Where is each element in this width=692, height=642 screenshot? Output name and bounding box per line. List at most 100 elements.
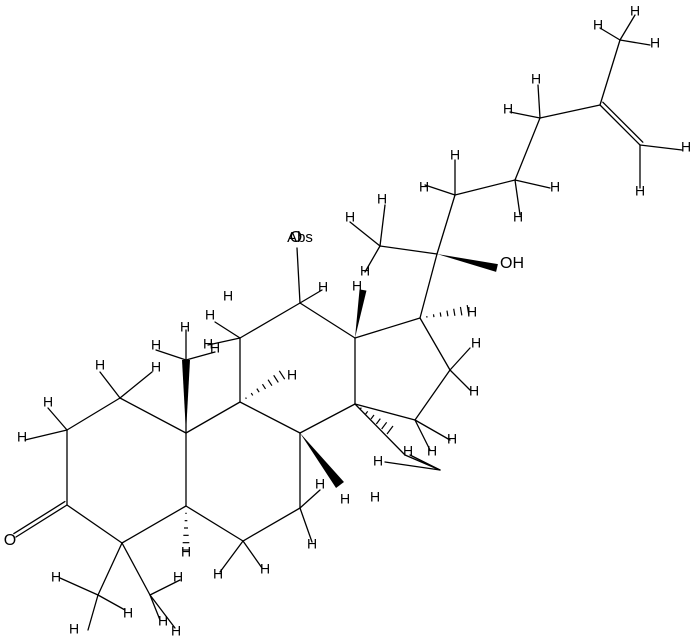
hydrogen-label: H (315, 476, 325, 492)
bond-line (122, 506, 186, 543)
hydrogen-label: H (171, 623, 181, 637)
bond-line (186, 402, 240, 433)
bond-line (425, 185, 455, 195)
bond-line (215, 322, 240, 338)
hydrogen-label: H (158, 613, 168, 629)
abs-stereo-label: Abs (287, 229, 313, 246)
hydrogen-label: H (51, 569, 61, 585)
hash-stripe (440, 312, 441, 316)
hydrogen-label: H (205, 307, 215, 323)
hydroxyl-group-label: OH (500, 255, 524, 272)
hydrogen-label: H (340, 491, 350, 507)
bond-line (600, 105, 640, 145)
hash-stripe (382, 422, 387, 429)
atom-label-layer: O O Abs OH (4, 229, 524, 549)
bond-line (88, 595, 98, 630)
bond-line (355, 404, 415, 420)
bond-line (600, 40, 620, 105)
hashed-wedge-bond (427, 305, 469, 317)
hydrogen-label: H (513, 209, 523, 225)
hash-stripe (376, 419, 380, 424)
hydrogen-label: H (471, 335, 481, 351)
bond-line (515, 180, 550, 188)
bond-line (380, 205, 385, 246)
hydrogen-label: H (403, 443, 413, 459)
bond-line (240, 303, 300, 338)
solid-wedge-bond (437, 254, 498, 272)
hydrogen-label: H (123, 605, 133, 621)
hydrogen-label: H (635, 183, 645, 199)
hydrogen-label: H (419, 179, 429, 195)
bond-line (60, 578, 98, 595)
hydrogen-label: H (370, 489, 380, 505)
hash-stripe (454, 309, 455, 316)
hydrogen-label: H (377, 191, 387, 207)
hydrogen-label: H (151, 337, 161, 353)
bond-line (240, 402, 300, 433)
hydrogen-label: H (69, 621, 79, 637)
hydrogen-label: H (360, 263, 370, 279)
bond-line (25, 430, 67, 440)
bond-line (420, 254, 437, 318)
bond-line (437, 195, 455, 254)
bond-line (510, 112, 540, 118)
hydrogen-label: H (503, 101, 513, 117)
hash-stripe (251, 393, 253, 395)
hydrogen-label: H (467, 304, 477, 320)
hydrogen-label: H (260, 561, 270, 577)
hash-stripe (257, 389, 259, 393)
hydrogen-label: H (43, 394, 53, 410)
hydrogen-label: H (95, 357, 105, 373)
bond-line (120, 372, 152, 398)
bond-line (640, 145, 682, 150)
hash-stripe (246, 398, 247, 399)
hydrogen-label: H (173, 569, 183, 585)
hydrogen-label: H (630, 3, 640, 19)
bond-line (380, 246, 437, 254)
solid-wedge-bond (182, 360, 190, 433)
hash-stripe (274, 375, 279, 382)
hashed-wedge-bond (246, 371, 285, 399)
hydrogen-label: H (373, 453, 383, 469)
hydrogen-label: H (287, 367, 297, 383)
hydrogen-label: H (469, 383, 479, 399)
hydrogen-label: H (593, 17, 603, 33)
bond-line (355, 404, 405, 455)
hydrogen-label: H (447, 431, 457, 447)
bond-line (355, 318, 420, 338)
bond-line (455, 180, 515, 195)
hash-stripe (387, 426, 393, 434)
bond-line (620, 15, 635, 40)
bond-line (300, 404, 355, 433)
bond-line (515, 118, 540, 180)
hashed-wedge-bond (360, 408, 393, 434)
hydrogen-label: H (307, 536, 317, 552)
bond-line (538, 85, 540, 118)
bond-line (350, 222, 380, 246)
hash-stripe (268, 380, 272, 386)
hash-stripe (360, 408, 361, 409)
hydrogen-label: H (203, 336, 213, 352)
hydrogen-label: H (151, 359, 161, 375)
ketone-oxygen-label: O (4, 532, 16, 549)
hydrogen-label: H (550, 179, 560, 195)
hydrogen-label: H (352, 278, 362, 294)
bond-line (16, 505, 67, 537)
bond-line (420, 318, 450, 370)
bond-line (100, 372, 120, 398)
bond-line (98, 595, 125, 610)
bond-line (67, 505, 122, 543)
hydrogen-label: H (450, 147, 460, 163)
hydrogen-label: H (650, 35, 660, 51)
hydrogen-label: H (681, 139, 691, 155)
bond-line (243, 508, 300, 541)
hash-stripe (279, 371, 284, 379)
bond-line (450, 348, 470, 370)
hydrogen-label: H (531, 71, 541, 87)
hydrogen-label: H (345, 209, 355, 225)
bond-line (14, 502, 65, 534)
hash-stripe (447, 311, 448, 317)
